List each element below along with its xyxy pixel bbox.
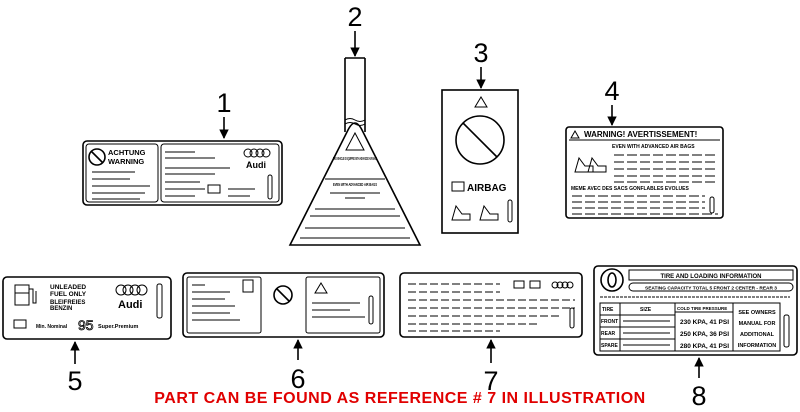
label-text: EVEN WITH ADVANCED AIR BAGS — [333, 182, 377, 187]
label-text: EVEN WITH ADVANCED AIR BAGS — [612, 144, 695, 150]
warning-triangle-icon — [474, 96, 488, 108]
label-text: ACHTUNG — [108, 148, 146, 157]
label-text: MEME AVEC DES SACS GONFLABLES EVOLUES — [571, 186, 689, 192]
warning-triangle-icon — [345, 131, 365, 151]
label-7[interactable] — [399, 272, 583, 338]
table-cell: 250 KPA, 36 PSI — [680, 331, 729, 338]
callout-number: 8 — [691, 381, 706, 411]
manual-book-icon — [529, 280, 541, 289]
seat-icons — [574, 156, 607, 173]
label-text: Super.Premium — [98, 324, 138, 330]
note-text: MANUAL FOR — [739, 321, 776, 327]
table-cell: SPARE — [601, 343, 619, 349]
prohibition-icon — [88, 148, 106, 166]
callout-number: 5 — [67, 366, 82, 396]
warning-triangle-icon — [570, 129, 580, 139]
seating-capacity: SEATING CAPACITY TOTAL 5 FRONT 2 CENTER … — [645, 286, 777, 292]
note-text: INFORMATION — [738, 343, 776, 349]
label-text: BLEIFREIES — [50, 300, 85, 306]
manual-book-icon — [207, 184, 221, 194]
no-child-seat-icon — [455, 115, 505, 165]
table-header: COLD TIRE PRESSURE — [677, 306, 727, 311]
label-3-airbag[interactable]: AIRBAG — [441, 89, 519, 234]
label-1-warning[interactable]: ACHTUNG WARNING Audi — [82, 140, 283, 206]
label-4-airbag-warning[interactable]: WARNING! AVERTISSEMENT! EVEN WITH ADVANC… — [565, 126, 724, 219]
callout-number: 3 — [473, 38, 488, 68]
callout-1[interactable]: 1 — [216, 88, 232, 139]
table-cell: FRONT — [601, 319, 618, 325]
reference-note: PART CAN BE FOUND AS REFERENCE # 7 IN IL… — [154, 390, 645, 407]
manual-book-icon — [13, 319, 27, 329]
callout-6[interactable]: 6 — [290, 339, 306, 394]
brand-text: Audi — [246, 160, 266, 170]
callout-4[interactable]: 4 — [604, 76, 620, 126]
table-cell: 280 KPA, 41 PSI — [680, 343, 729, 350]
table-header: TIRE — [602, 307, 614, 313]
electrical-hazard-icon — [242, 279, 254, 293]
callout-5[interactable]: 5 — [67, 341, 83, 396]
label-text: THIS VEHICLE IS EQUIPPED WITH ADVANCED A… — [333, 156, 377, 161]
label-title: TIRE AND LOADING INFORMATION — [661, 274, 762, 280]
label-text: UNLEADED — [50, 284, 86, 291]
callout-number: 1 — [216, 88, 231, 118]
label-5-fuel[interactable]: UNLEADED FUEL ONLY BLEIFREIES BENZIN Aud… — [2, 276, 172, 340]
seat-icons — [451, 204, 499, 221]
callout-number: 6 — [290, 364, 305, 394]
callout-3[interactable]: 3 — [473, 38, 489, 89]
octane-value: 95 — [78, 317, 94, 333]
label-2-airbag-hang-tag[interactable]: THIS VEHICLE IS EQUIPPED WITH ADVANCED A… — [288, 57, 422, 246]
callout-number: 2 — [347, 2, 362, 32]
label-text: WARNING — [108, 157, 144, 166]
note-text: SEE OWNERS — [738, 310, 776, 316]
fuel-pump-icon — [14, 284, 37, 306]
oil-can-icon — [513, 280, 525, 289]
callout-number: 7 — [483, 366, 498, 396]
label-text: FUEL ONLY — [50, 291, 87, 298]
label-text: BENZIN — [50, 306, 72, 312]
tire-icon — [600, 268, 624, 292]
callout-number: 4 — [604, 76, 619, 106]
note-text: ADDITIONAL — [740, 332, 775, 338]
table-cell: 230 KPA, 41 PSI — [680, 319, 729, 326]
label-6[interactable] — [182, 272, 385, 338]
prohibition-icon — [273, 285, 293, 305]
callout-2[interactable]: 2 — [347, 2, 363, 57]
audi-rings-logo — [115, 284, 148, 296]
manual-book-icon — [451, 181, 465, 192]
audi-rings-logo — [243, 148, 271, 158]
table-cell: REAR — [601, 331, 616, 337]
label-8-tire-loading[interactable]: TIRE AND LOADING INFORMATION SEATING CAP… — [593, 265, 798, 356]
table-header: SIZE — [640, 307, 652, 313]
audi-rings-logo — [551, 281, 574, 289]
label-text: Min. Nominal — [36, 324, 68, 330]
callout-7[interactable]: 7 — [483, 339, 499, 396]
callout-8[interactable]: 8 — [691, 357, 707, 411]
brand-text: Audi — [118, 299, 142, 311]
warning-triangle-icon — [314, 282, 328, 294]
label-text: AIRBAG — [467, 183, 507, 194]
label-title: WARNING! AVERTISSEMENT! — [584, 130, 697, 139]
